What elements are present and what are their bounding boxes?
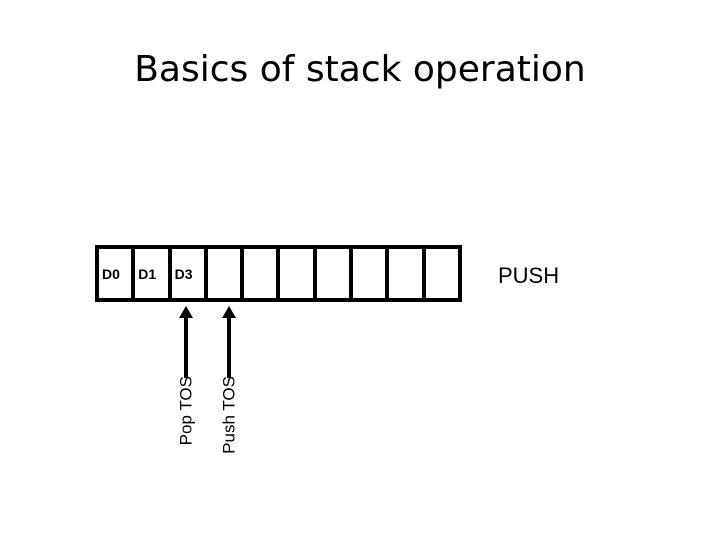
- arrow-shaft-shape: [227, 314, 231, 378]
- stack-cell-4[interactable]: [244, 249, 281, 298]
- stack-cell-1[interactable]: D1: [135, 249, 172, 298]
- stack-cell-7[interactable]: [353, 249, 390, 298]
- arrowhead-shape: [222, 306, 236, 318]
- stack-cell-5[interactable]: [280, 249, 317, 298]
- arrowhead-shape: [179, 306, 193, 318]
- stack-cell-9[interactable]: [425, 249, 458, 298]
- stack-cell-label: D3: [174, 265, 193, 282]
- page-title: Basics of stack operation: [134, 49, 586, 90]
- operation-caption: PUSH: [498, 263, 560, 288]
- stack-cell-label: D0: [102, 265, 120, 282]
- stack-cell-6[interactable]: [316, 249, 354, 298]
- stack-cell-row: D0 D1 D3: [95, 245, 462, 302]
- pop-tos-label: Pop TOS: [176, 376, 196, 446]
- stack-cell-3[interactable]: [207, 249, 245, 298]
- stack-cell-2[interactable]: D3: [171, 249, 208, 298]
- stack-cell-8[interactable]: [389, 249, 426, 298]
- stack-cell-label: D1: [138, 265, 157, 282]
- up-arrow-icon: [222, 306, 236, 378]
- stack-diagram: D0 D1 D3: [95, 245, 462, 302]
- arrow-shaft-shape: [184, 314, 188, 378]
- up-arrow-icon: [179, 306, 193, 378]
- push-tos-label: Push TOS: [219, 376, 239, 454]
- stack-cell-0[interactable]: D0: [99, 249, 136, 298]
